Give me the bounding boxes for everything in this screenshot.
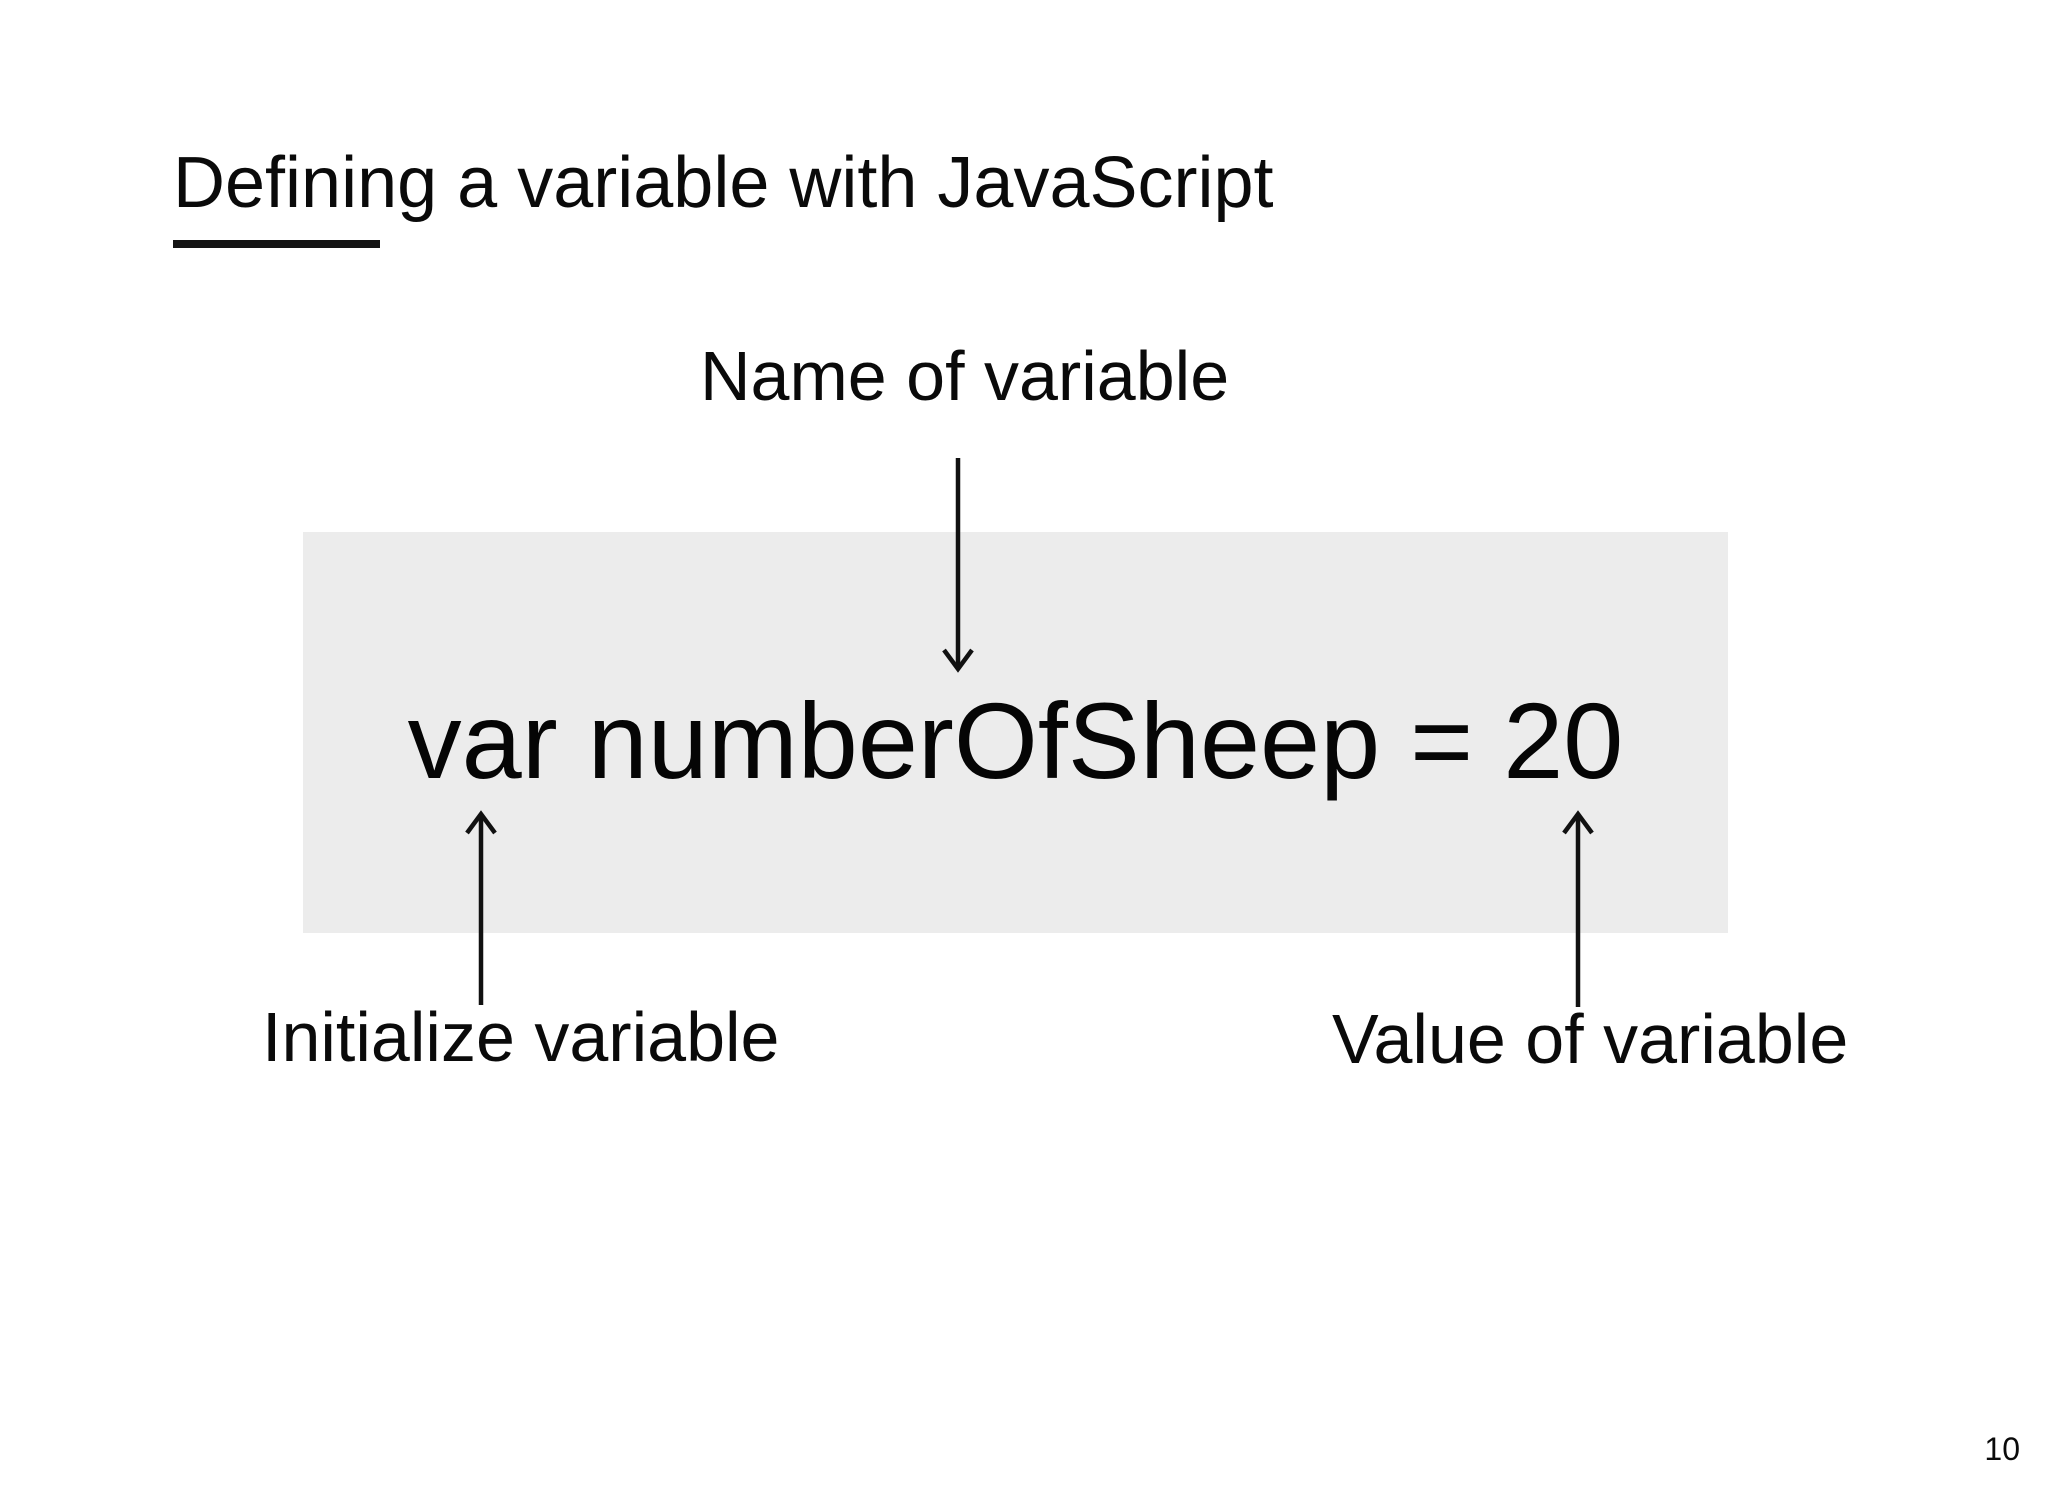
slide-title: Defining a variable with JavaScript <box>173 143 1274 223</box>
label-value-of-variable: Value of variable <box>1332 1000 1849 1078</box>
label-initialize-variable: Initialize variable <box>262 998 780 1076</box>
label-name-of-variable: Name of variable <box>700 337 1230 415</box>
page-number: 10 <box>1984 1431 2020 1467</box>
code-text: var numberOfSheep = 20 <box>407 680 1624 801</box>
code-highlight-box <box>303 532 1728 933</box>
title-underline <box>173 240 380 248</box>
